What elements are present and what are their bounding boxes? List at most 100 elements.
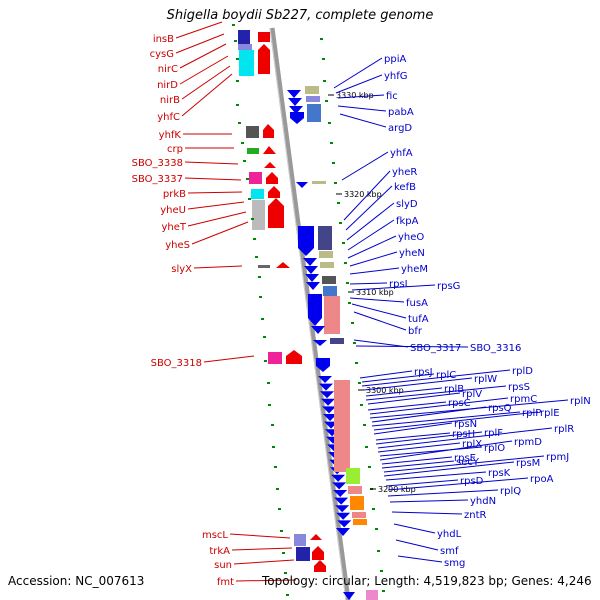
- gene-label-SBO_3317[interactable]: SBO_3317: [410, 343, 461, 354]
- gene-label-rpmD[interactable]: rpmD: [514, 437, 542, 448]
- gene-label-fkpA[interactable]: fkpA: [396, 216, 419, 227]
- gene-label-ppiA[interactable]: ppiA: [384, 54, 406, 65]
- gene-leader-line: [361, 373, 435, 383]
- gene-label-rpsK[interactable]: rpsK: [488, 468, 511, 479]
- gene-label-tufA[interactable]: tufA: [408, 314, 429, 325]
- track-tick: [232, 24, 235, 26]
- track-tick: [241, 142, 244, 144]
- gene-label-rpsE[interactable]: rpsE: [454, 453, 476, 464]
- track-ticks: [232, 24, 385, 596]
- feature-arrow: [303, 258, 317, 266]
- gene-label-rplD[interactable]: rplD: [512, 366, 533, 377]
- gene-leader-line: [365, 385, 507, 401]
- track-tick: [263, 336, 266, 338]
- gene-label-rpsD[interactable]: rpsD: [460, 476, 484, 487]
- gene-label-rpsS[interactable]: rpsS: [508, 382, 530, 393]
- gene-label-yheR[interactable]: yheR: [392, 167, 417, 178]
- gene-label-bfr[interactable]: bfr: [408, 326, 423, 337]
- gene-label-yhfC[interactable]: yhfC: [157, 112, 180, 123]
- gene-label-rpsL[interactable]: rpsL: [389, 279, 411, 290]
- gene-label-nirD[interactable]: nirD: [157, 80, 178, 91]
- gene-label-zntR[interactable]: zntR: [464, 510, 487, 521]
- gene-label-fmt[interactable]: fmt: [217, 577, 234, 588]
- gene-leader-line: [365, 387, 443, 397]
- track-tick: [358, 382, 361, 384]
- gene-label-argD[interactable]: argD: [388, 123, 412, 134]
- track-tick: [271, 424, 274, 426]
- gene-label-sun[interactable]: sun: [214, 560, 232, 571]
- gene-leader-line: [341, 151, 389, 181]
- gene-label-kefB[interactable]: kefB: [394, 182, 416, 193]
- gene-label-rplV[interactable]: rplV: [462, 389, 482, 400]
- gene-label-rplO[interactable]: rplO: [484, 443, 505, 454]
- gene-label-SBO_3316[interactable]: SBO_3316: [470, 343, 521, 354]
- gene-label-smf[interactable]: smf: [440, 546, 459, 557]
- gene-label-slyD[interactable]: slyD: [396, 199, 418, 210]
- gene-label-rpoA[interactable]: rpoA: [530, 474, 554, 485]
- feature-arrow: [333, 490, 348, 497]
- gene-label-yheU[interactable]: yheU: [160, 205, 186, 216]
- gene-leader-line: [181, 73, 233, 117]
- track-tick: [236, 80, 239, 82]
- gene-label-rpsG[interactable]: rpsG: [437, 281, 460, 292]
- gene-label-rplB[interactable]: rplB: [444, 384, 464, 395]
- track-tick: [337, 202, 340, 204]
- gene-label-insB[interactable]: insB: [153, 34, 174, 45]
- gene-leader-line: [339, 113, 387, 128]
- gene-label-nirC[interactable]: nirC: [158, 64, 178, 75]
- gene-label-yheS[interactable]: yheS: [165, 240, 190, 251]
- gene-label-yheO[interactable]: yheO: [398, 232, 424, 243]
- gene-leader-line: [363, 377, 473, 391]
- gene-label-rplX[interactable]: rplX: [462, 439, 482, 450]
- feature-block: [246, 126, 259, 138]
- gene-leader-line: [389, 499, 469, 503]
- gene-label-yhfA[interactable]: yhfA: [390, 148, 413, 159]
- gene-label-rpsQ[interactable]: rpsQ: [488, 403, 512, 414]
- gene-label-rplR[interactable]: rplR: [554, 424, 574, 435]
- gene-label-rpsM[interactable]: rpsM: [516, 458, 540, 469]
- feature-block: [350, 496, 364, 510]
- gene-label-yheM[interactable]: yheM: [401, 264, 428, 275]
- gene-label-SBO_3318[interactable]: SBO_3318: [151, 358, 202, 369]
- gene-label-trkA[interactable]: trkA: [209, 546, 230, 557]
- gene-label-nirB[interactable]: nirB: [160, 95, 180, 106]
- gene-label-rpsN[interactable]: rpsN: [454, 419, 477, 430]
- gene-label-fic[interactable]: fic: [386, 91, 398, 102]
- gene-label-rplW[interactable]: rplW: [474, 374, 497, 385]
- gene-leader-line: [379, 440, 513, 461]
- feature-block: [258, 265, 270, 268]
- gene-label-rpsJ[interactable]: rpsJ: [414, 367, 433, 378]
- gene-label-rplP[interactable]: rplP: [522, 408, 541, 419]
- gene-label-pabA[interactable]: pabA: [388, 107, 414, 118]
- gene-label-prkB[interactable]: prkB: [163, 189, 186, 200]
- gene-label-yheN[interactable]: yheN: [399, 248, 425, 259]
- feature-arrow: [263, 146, 276, 154]
- gene-label-yhfK[interactable]: yhfK: [159, 130, 182, 141]
- gene-label-mscL[interactable]: mscL: [202, 530, 228, 541]
- gene-leader-line: [335, 74, 383, 94]
- gene-leader-line: [191, 221, 249, 245]
- feature-block: [352, 512, 366, 518]
- gene-label-fusA[interactable]: fusA: [406, 298, 428, 309]
- gene-leader-line: [383, 455, 545, 473]
- gene-leader-line: [347, 235, 397, 259]
- gene-label-SBO_3338[interactable]: SBO_3338: [132, 158, 183, 169]
- gene-label-secY[interactable]: secY: [456, 457, 480, 468]
- gene-label-rplQ[interactable]: rplQ: [500, 486, 521, 497]
- gene-label-rplE[interactable]: rplE: [540, 408, 560, 419]
- gene-label-rpmJ[interactable]: rpmJ: [546, 452, 569, 463]
- gene-label-yhdN[interactable]: yhdN: [470, 496, 496, 507]
- gene-label-slyX[interactable]: slyX: [171, 264, 192, 275]
- gene-label-yheT[interactable]: yheT: [161, 222, 186, 233]
- gene-label-yhfG[interactable]: yhfG: [384, 71, 408, 82]
- gene-label-yhdL[interactable]: yhdL: [437, 529, 462, 540]
- gene-label-rplN[interactable]: rplN: [570, 396, 591, 407]
- gene-label-crp[interactable]: crp: [167, 144, 183, 155]
- gene-label-rpmC[interactable]: rpmC: [510, 394, 537, 405]
- gene-label-SBO_3337[interactable]: SBO_3337: [132, 174, 183, 185]
- gene-label-rplC[interactable]: rplC: [436, 370, 456, 381]
- gene-label-cysG[interactable]: cysG: [150, 49, 174, 60]
- gene-label-rplF[interactable]: rplF: [484, 428, 503, 439]
- gene-label-smg[interactable]: smg: [444, 558, 465, 569]
